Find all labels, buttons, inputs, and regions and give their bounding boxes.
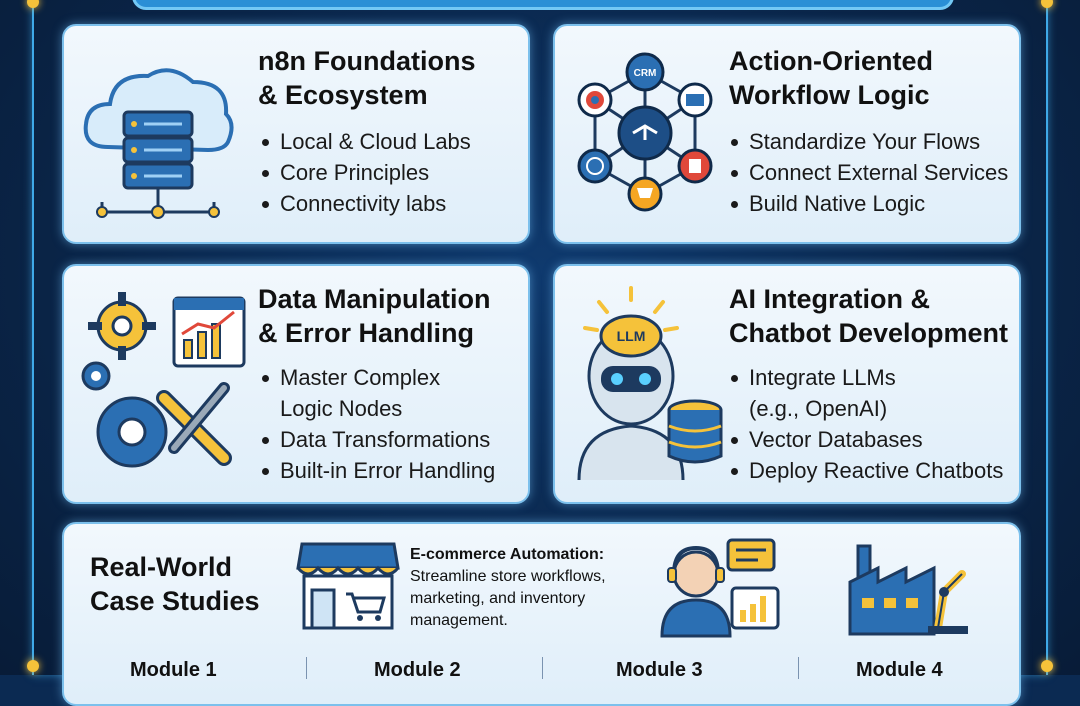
case-studies-panel: Real-World Case Studies E-commerce Autom… bbox=[62, 522, 1021, 706]
gears-wrench-icon bbox=[81, 292, 246, 468]
module-2-label: Module 2 bbox=[374, 659, 461, 681]
bullet-item: Master Complex Logic Nodes bbox=[260, 362, 495, 424]
card-title-line: & Error Handling bbox=[258, 318, 475, 348]
card-title-line: n8n Foundations bbox=[258, 46, 476, 76]
card-title: n8n Foundations & Ecosystem bbox=[258, 44, 475, 112]
support-agent-icon bbox=[660, 538, 780, 638]
factory-robot-icon bbox=[848, 544, 968, 636]
header-bar bbox=[132, 0, 954, 10]
bullet-item: Deploy Reactive Chatbots bbox=[729, 455, 1003, 486]
cloud-server-icon bbox=[83, 68, 234, 219]
bullet-item: Connectivity labs bbox=[260, 188, 471, 219]
bullet-item: Built-in Error Handling bbox=[260, 455, 495, 486]
bullet-line: Master Complex bbox=[280, 365, 441, 390]
ecommerce-text: Streamline store workflows, marketing, a… bbox=[410, 568, 606, 629]
module-card-ai: LLM AI Integration & Chatbot Development… bbox=[553, 264, 1021, 504]
corner-light-bottom-right bbox=[1041, 660, 1053, 672]
workflow-network-icon: CRM bbox=[577, 52, 713, 212]
card-bullets: Standardize Your Flows Connect External … bbox=[729, 126, 1008, 219]
card-title: Data Manipulation & Error Handling bbox=[258, 282, 491, 350]
card-bullets: Integrate LLMs (e.g., OpenAI) Vector Dat… bbox=[729, 362, 1003, 486]
bullet-item: Vector Databases bbox=[729, 424, 1003, 455]
card-title-line: Workflow Logic bbox=[729, 80, 930, 110]
case-studies-title-line: Real-World bbox=[90, 552, 233, 582]
storefront-icon bbox=[296, 542, 400, 630]
card-title-line: Chatbot Development bbox=[729, 318, 1009, 348]
module-3-label: Module 3 bbox=[616, 659, 703, 681]
bullet-item: Data Transformations bbox=[260, 424, 495, 455]
bullet-line: Integrate LLMs bbox=[749, 365, 896, 390]
corner-light-top-right bbox=[1041, 0, 1053, 8]
ecommerce-description: E-commerce Automation: Streamline store … bbox=[410, 544, 660, 632]
bullet-item: Connect External Services bbox=[729, 157, 1008, 188]
corner-light-bottom-left bbox=[27, 660, 39, 672]
module-card-data: Data Manipulation & Error Handling Maste… bbox=[62, 264, 530, 504]
bullet-item: Core Principles bbox=[260, 157, 471, 188]
card-bullets: Local & Cloud Labs Core Principles Conne… bbox=[260, 126, 471, 219]
case-studies-title: Real-World Case Studies bbox=[90, 550, 260, 618]
module-card-workflow: CRM Action-Oriented Workflow Logic Stand… bbox=[553, 24, 1021, 244]
bullet-line: Logic Nodes bbox=[280, 396, 403, 421]
bullet-item: Build Native Logic bbox=[729, 188, 1008, 219]
ecommerce-heading: E-commerce Automation: bbox=[410, 546, 605, 563]
robot-llm-icon: LLM bbox=[577, 286, 723, 480]
card-title: Action-Oriented Workflow Logic bbox=[729, 44, 933, 112]
frame-border bbox=[32, 0, 1048, 675]
card-title-line: AI Integration & bbox=[729, 284, 930, 314]
module-4-label: Module 4 bbox=[856, 659, 943, 681]
module-divider bbox=[542, 657, 543, 679]
bullet-line: (e.g., OpenAI) bbox=[749, 396, 888, 421]
crm-label: CRM bbox=[634, 68, 657, 79]
card-bullets: Master Complex Logic Nodes Data Transfor… bbox=[260, 362, 495, 486]
llm-label: LLM bbox=[617, 328, 646, 344]
card-title: AI Integration & Chatbot Development bbox=[729, 282, 1008, 350]
module-divider bbox=[798, 657, 799, 679]
card-title-line: Action-Oriented bbox=[729, 46, 934, 76]
module-1-label: Module 1 bbox=[130, 659, 217, 681]
module-divider bbox=[306, 657, 307, 679]
card-title-line: & Ecosystem bbox=[258, 80, 428, 110]
bullet-item: Integrate LLMs (e.g., OpenAI) bbox=[729, 362, 1003, 424]
module-card-foundations: n8n Foundations & Ecosystem Local & Clou… bbox=[62, 24, 530, 244]
card-title-line: Data Manipulation bbox=[258, 284, 491, 314]
corner-light-top-left bbox=[27, 0, 39, 8]
bullet-item: Standardize Your Flows bbox=[729, 126, 1008, 157]
bullet-item: Local & Cloud Labs bbox=[260, 126, 471, 157]
case-studies-title-line: Case Studies bbox=[90, 586, 260, 616]
